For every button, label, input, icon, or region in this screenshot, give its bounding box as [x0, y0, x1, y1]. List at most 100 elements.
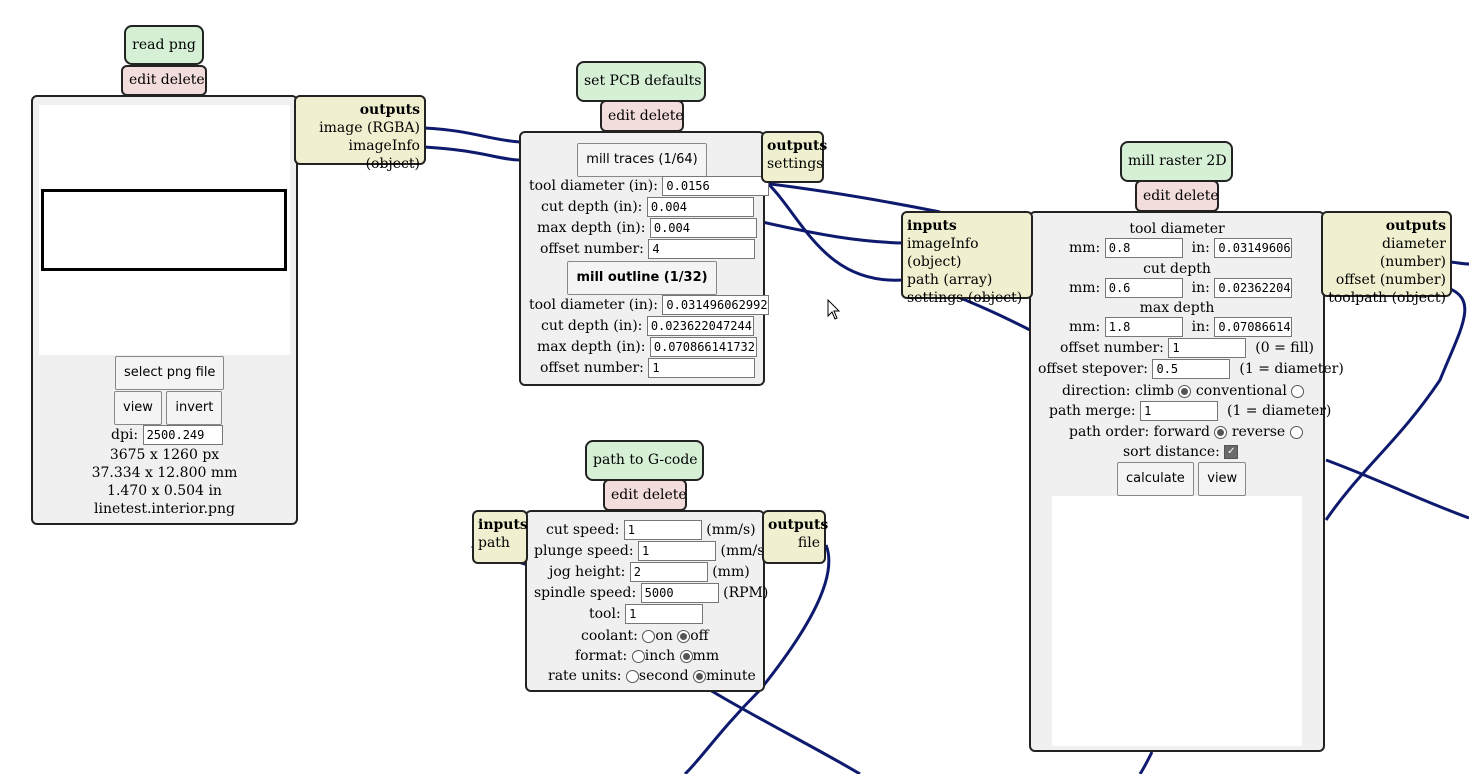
wire-imageinfo-to-raster-b	[761, 220, 904, 245]
mouse-cursor-icon	[827, 299, 841, 320]
format-inch-radio[interactable]	[631, 649, 645, 663]
output-image-rgba[interactable]: image (RGBA)	[319, 120, 420, 136]
spindle-speed-unit: (RPM)	[723, 585, 769, 601]
output-offset[interactable]: offset (number)	[1335, 272, 1446, 288]
output-settings[interactable]: settings	[767, 156, 824, 172]
outputs-heading: outputs	[359, 102, 420, 118]
cut-speed-input[interactable]: 1	[623, 520, 702, 540]
inputs-heading: inputs	[478, 517, 528, 533]
traces-tool-diameter-input[interactable]: 0.0156	[662, 176, 770, 196]
calculate-button[interactable]: calculate	[1117, 462, 1194, 496]
path-order-forward-radio[interactable]	[1214, 425, 1228, 439]
gcode-edit-delete[interactable]: edit delete	[603, 479, 687, 511]
gcode-title[interactable]: path to G-code	[585, 440, 704, 481]
tool-diameter-in-input[interactable]: 0.03149606	[1214, 238, 1293, 258]
path-merge-note: (1 = diameter)	[1226, 403, 1332, 419]
raster-view-button[interactable]: view	[1198, 462, 1247, 496]
plunge-speed-label: plunge speed:	[534, 543, 634, 559]
output-imageinfo[interactable]: imageInfo (object)	[348, 138, 420, 172]
traces-cut-depth-input[interactable]: 0.004	[646, 197, 754, 217]
input-settings[interactable]: settings (object)	[907, 290, 1023, 306]
coolant-off-radio[interactable]	[677, 629, 691, 643]
tool-label: tool:	[589, 606, 621, 622]
path-merge-label: path merge:	[1049, 403, 1136, 419]
wire-settings-curve	[761, 176, 904, 282]
raster-inputs: inputs imageInfo (object) path (array) s…	[901, 211, 1033, 306]
rate-units-label: rate units:	[548, 668, 622, 684]
jog-height-input[interactable]: 2	[629, 562, 708, 582]
select-png-file-button[interactable]: select png file	[115, 356, 225, 390]
output-file[interactable]: file	[797, 535, 820, 551]
input-imageinfo[interactable]: imageInfo (object)	[907, 236, 979, 270]
max-depth-in-input[interactable]: 0.07086614	[1214, 317, 1293, 337]
spindle-speed-label: spindle speed:	[534, 585, 637, 601]
traces-tool-diameter-label: tool diameter (in):	[529, 178, 658, 194]
rate-second-radio[interactable]	[625, 669, 639, 683]
mill-raster-panel: tool diameter mm: 0.8 in: 0.03149606 cut…	[1029, 211, 1344, 752]
direction-conventional-radio[interactable]	[1291, 384, 1305, 398]
format-mm-radio[interactable]	[679, 649, 693, 663]
pcb-defaults-title[interactable]: set PCB defaults	[576, 61, 706, 102]
cut-in-label: in:	[1191, 280, 1210, 296]
png-invert-button[interactable]: invert	[166, 391, 223, 425]
coolant-on-radio[interactable]	[642, 629, 656, 643]
cut-speed-unit: (mm/s)	[706, 522, 756, 538]
mill-raster-title[interactable]: mill raster 2D	[1120, 141, 1233, 182]
dpi-label: dpi:	[111, 427, 139, 443]
png-preview-rect	[41, 189, 287, 271]
coolant-off-label: off	[690, 628, 709, 644]
format-label: format:	[575, 648, 628, 664]
direction-climb-radio[interactable]	[1178, 384, 1192, 398]
tool-diameter-heading: tool diameter	[1129, 221, 1225, 237]
traces-offset-number-label: offset number:	[540, 241, 644, 257]
rate-minute-label: minute	[706, 668, 756, 684]
tool-diameter-mm-input[interactable]: 0.8	[1104, 238, 1183, 258]
offset-stepover-input[interactable]: 0.5	[1152, 359, 1231, 379]
mill-outline-button[interactable]: mill outline (1/32)	[567, 261, 717, 295]
outputs-heading: outputs	[1385, 218, 1446, 234]
direction-label: direction: climb	[1062, 383, 1175, 399]
outline-cut-depth-input[interactable]: 0.023622047244	[646, 316, 754, 336]
cut-depth-in-input[interactable]: 0.02362204	[1214, 278, 1293, 298]
sort-distance-checkbox[interactable]: ✓	[1224, 445, 1239, 459]
plunge-speed-input[interactable]: 1	[638, 541, 717, 561]
spindle-speed-input[interactable]: 5000	[640, 583, 719, 603]
offset-number-label: offset number:	[1060, 340, 1164, 356]
input-path[interactable]: path	[478, 535, 510, 551]
png-view-button[interactable]: view	[114, 391, 162, 425]
output-toolpath[interactable]: toolpath (object)	[1328, 290, 1446, 306]
traces-max-depth-input[interactable]: 0.004	[649, 218, 757, 238]
outline-tool-diameter-label: tool diameter (in):	[529, 297, 658, 313]
gcode-outputs: outputs file	[762, 510, 828, 564]
path-order-reverse-label: reverse	[1231, 424, 1286, 440]
offset-stepover-label: offset stepover:	[1038, 361, 1149, 377]
rate-minute-radio[interactable]	[693, 669, 707, 683]
dpi-input[interactable]: 2500.249	[142, 425, 223, 445]
path-order-reverse-radio[interactable]	[1289, 425, 1303, 439]
outline-tool-diameter-input[interactable]: 0.031496062992	[662, 295, 770, 315]
read-png-panel: select png file view invert dpi: 2500.24…	[31, 95, 298, 525]
read-png-edit-delete[interactable]: edit delete	[121, 65, 207, 96]
cut-depth-mm-input[interactable]: 0.6	[1104, 278, 1183, 298]
gcode-inputs: inputs path	[472, 510, 528, 564]
coolant-label: coolant:	[581, 628, 638, 644]
tool-input[interactable]: 1	[625, 604, 704, 624]
raster-edit-delete[interactable]: edit delete	[1135, 180, 1219, 212]
path-merge-input[interactable]: 1	[1140, 401, 1219, 421]
offset-stepover-note: (1 = diameter)	[1239, 361, 1344, 377]
traces-offset-number-input[interactable]: 4	[648, 239, 756, 259]
format-mm-label: mm	[692, 648, 720, 664]
png-filename: linetest.interior.png	[94, 501, 235, 517]
offset-number-input[interactable]: 1	[1168, 338, 1247, 358]
mill-traces-button[interactable]: mill traces (1/64)	[577, 143, 707, 177]
read-png-title[interactable]: read png	[124, 25, 204, 65]
outline-max-depth-label: max depth (in):	[537, 339, 646, 355]
png-preview	[39, 105, 290, 355]
max-depth-mm-input[interactable]: 1.8	[1104, 317, 1183, 337]
input-path-array[interactable]: path (array)	[907, 272, 993, 288]
output-diameter[interactable]: diameter (number)	[1379, 236, 1446, 270]
outline-max-depth-input[interactable]: 0.070866141732	[649, 337, 757, 357]
outline-offset-number-input[interactable]: 1	[648, 358, 756, 378]
pcb-edit-delete[interactable]: edit delete	[600, 100, 684, 132]
max-mm-label: mm:	[1069, 319, 1101, 335]
